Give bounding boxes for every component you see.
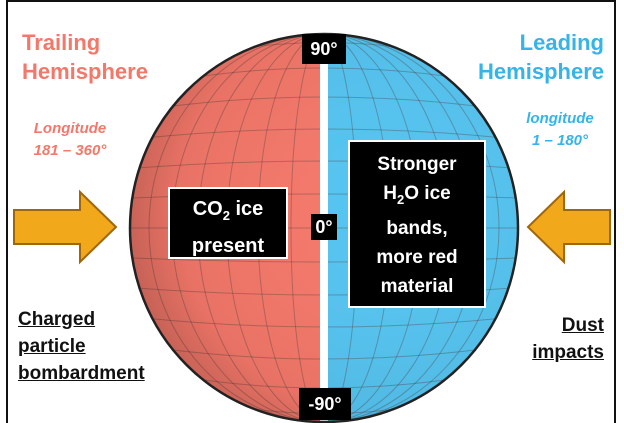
h2o-box-line3: bands, xyxy=(386,217,448,239)
trailing-longitude-label: Longitude xyxy=(33,120,107,137)
charged-particle-label: Charged particle bombardment xyxy=(18,306,145,387)
charged-line3: bombardment xyxy=(18,363,145,384)
trailing-title-line2: Hemisphere xyxy=(22,59,148,84)
h2o-ice-box: Stronger H2O ice bands, more red materia… xyxy=(348,140,486,308)
co2-ice-box: CO2 ice present xyxy=(168,187,288,259)
charged-line2: particle xyxy=(18,336,86,357)
co2-box-line1: CO2 ice xyxy=(192,198,264,223)
left-arrow xyxy=(13,189,118,265)
h2o-box-line5: material xyxy=(380,275,454,297)
trailing-longitude-range: 181 – 360° xyxy=(33,142,107,159)
trailing-hemisphere-title: Trailing Hemisphere xyxy=(22,28,148,86)
dust-line2: impacts xyxy=(532,342,604,363)
co2-box-line2: present xyxy=(191,235,265,257)
leading-title-line2: Hemisphere xyxy=(478,59,604,84)
charged-line1: Charged xyxy=(18,309,96,330)
leading-title-line1: Leading xyxy=(519,30,604,55)
leading-hemisphere-title: Leading Hemisphere xyxy=(478,28,604,86)
h2o-box-line4: more red xyxy=(376,246,458,268)
trailing-longitude: Longitude 181 – 360° xyxy=(20,118,120,162)
trailing-title-line1: Trailing xyxy=(22,30,101,55)
dust-line1: Dust xyxy=(561,315,604,336)
latitude-90-label: 90° xyxy=(302,34,346,64)
leading-longitude-range: 1 – 180° xyxy=(531,132,589,149)
diagram-frame xyxy=(6,0,616,423)
h2o-box-line1: Stronger xyxy=(377,154,457,175)
dust-impacts-label: Dust impacts xyxy=(532,312,604,366)
latitude-0-label: 0° xyxy=(311,214,337,240)
latitude-minus90-label: -90° xyxy=(299,388,351,420)
right-arrow xyxy=(526,189,611,265)
h2o-box-line2: H2O ice xyxy=(383,183,451,207)
leading-longitude-label: longitude xyxy=(526,110,594,127)
leading-longitude: longitude 1 – 180° xyxy=(510,108,610,152)
